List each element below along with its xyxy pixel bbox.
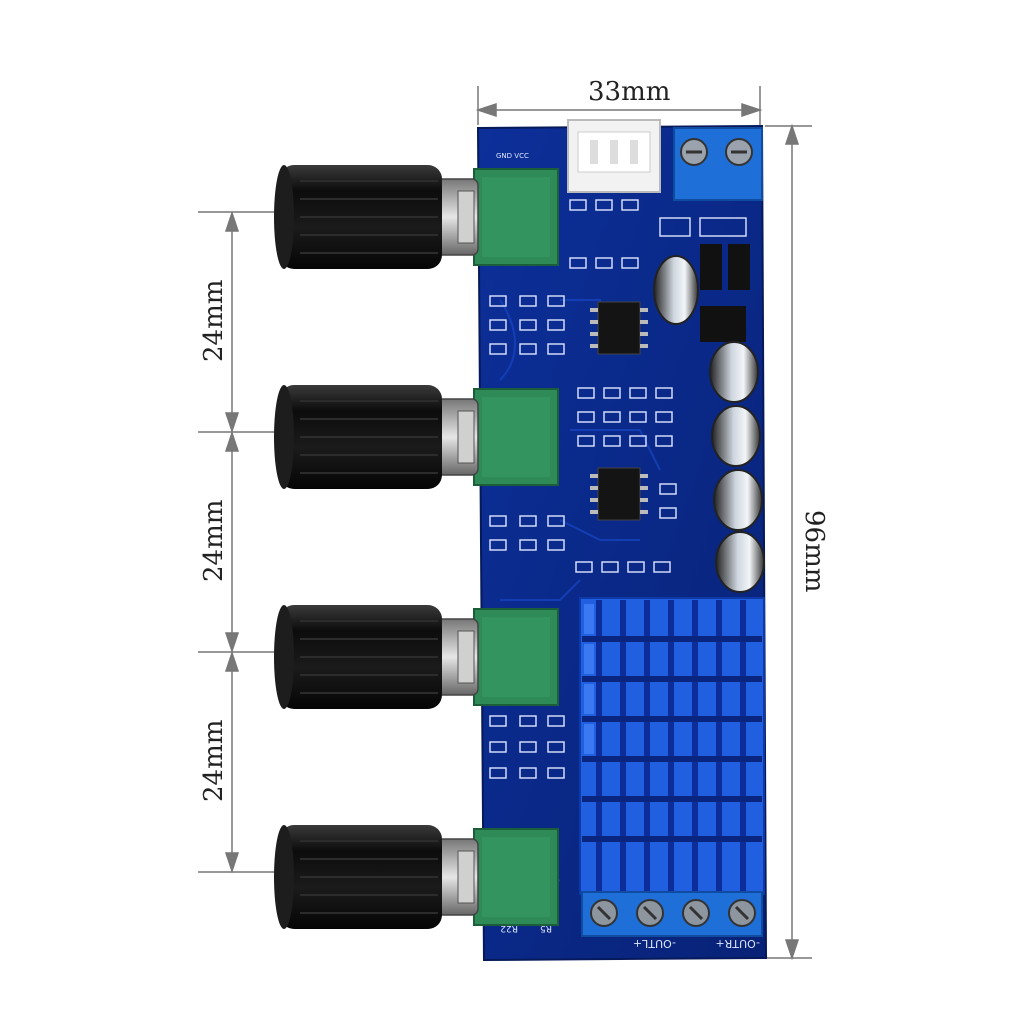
knob-ribs bbox=[300, 180, 438, 254]
pot-shaft bbox=[457, 410, 475, 464]
silk-top-label: GND VCC bbox=[496, 152, 529, 160]
silk-r22: R22 bbox=[500, 923, 518, 933]
silk-r5: R5 bbox=[540, 923, 552, 933]
terminal-label-right: -OUTR+ bbox=[715, 937, 760, 950]
spacing-label-1: 24mm bbox=[199, 280, 229, 362]
knob-ribs bbox=[300, 840, 438, 914]
dimension-spacing bbox=[198, 210, 292, 874]
knob-ribs bbox=[300, 400, 438, 474]
pot-shaft bbox=[457, 850, 475, 904]
pot-shaft bbox=[457, 190, 475, 244]
smd-components bbox=[489, 199, 747, 779]
knob-cap bbox=[274, 165, 294, 269]
pot-shaft bbox=[457, 630, 475, 684]
output-terminals bbox=[581, 891, 763, 937]
capacitors bbox=[653, 255, 765, 593]
pot-face bbox=[482, 177, 550, 257]
potentiometer-group bbox=[274, 165, 559, 929]
width-label: 33mm bbox=[588, 77, 670, 107]
ic-chips bbox=[590, 244, 750, 521]
knob-cap bbox=[274, 385, 294, 489]
heatsink bbox=[579, 597, 765, 895]
spacing-label-2: 24mm bbox=[199, 500, 229, 582]
pot-face bbox=[482, 397, 550, 477]
knob-cap bbox=[274, 605, 294, 709]
height-label: 96mm bbox=[799, 510, 829, 592]
volume-knob-2[interactable] bbox=[274, 385, 559, 489]
dimension-height bbox=[765, 123, 812, 961]
pot-face bbox=[482, 617, 550, 697]
power-terminal bbox=[673, 127, 763, 201]
dimension-width bbox=[475, 86, 763, 125]
knob-cap bbox=[274, 825, 294, 929]
volume-knob-4[interactable] bbox=[274, 825, 559, 929]
terminal-label-left: -OUTL+ bbox=[633, 937, 676, 950]
spacing-label-3: 24mm bbox=[199, 720, 229, 802]
volume-knob-3[interactable] bbox=[274, 605, 559, 709]
volume-knob-1[interactable] bbox=[274, 165, 559, 269]
pot-face bbox=[482, 837, 550, 917]
knob-ribs bbox=[300, 620, 438, 694]
input-connector bbox=[567, 119, 661, 193]
